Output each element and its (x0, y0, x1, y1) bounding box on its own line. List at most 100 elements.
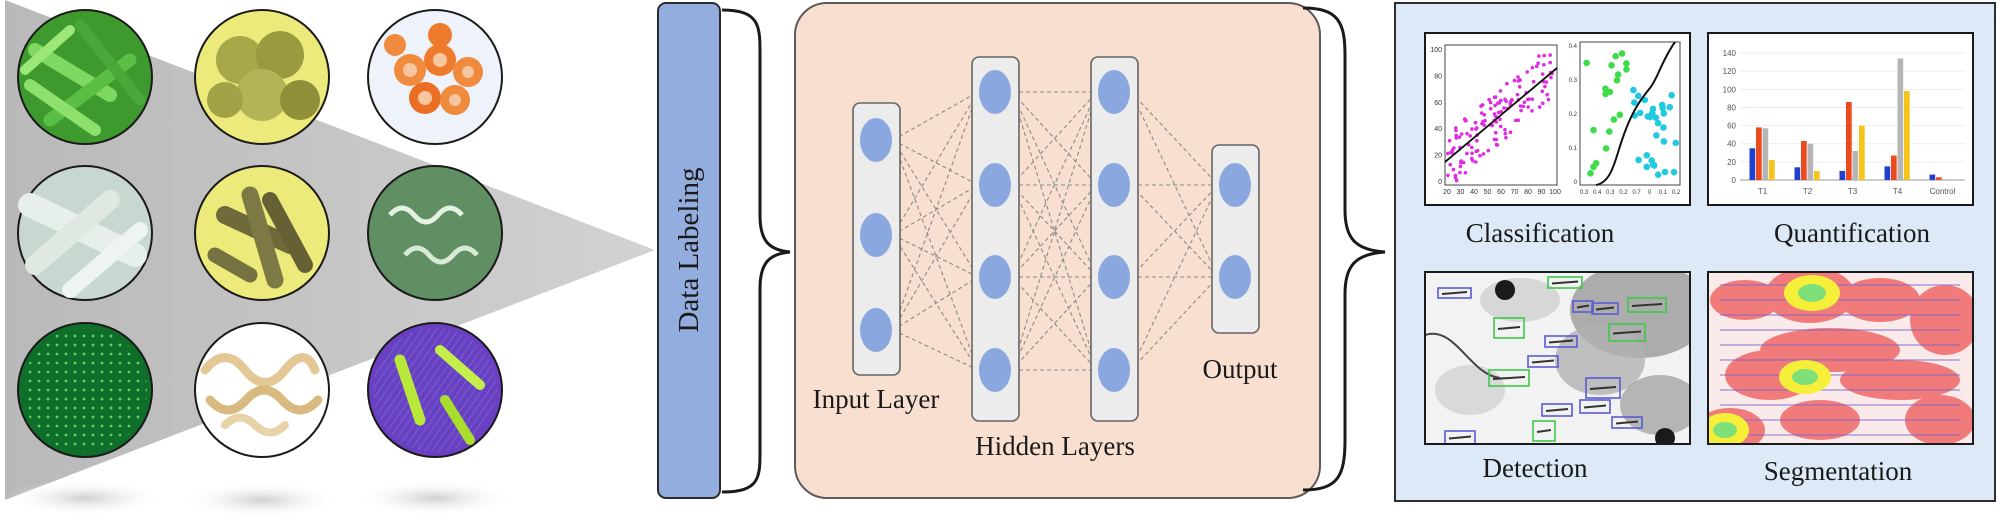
scatter-point (1453, 173, 1458, 178)
scatter-point (1530, 109, 1534, 113)
connection-edge (1011, 91, 1098, 278)
scatter-point (1521, 104, 1526, 109)
cluster-point (1608, 62, 1615, 69)
scatter-point (1536, 61, 1540, 65)
bar (1897, 58, 1904, 180)
quantification-label: Quantification (1774, 218, 1930, 248)
scatter-point (1495, 143, 1500, 147)
connection-edge (892, 234, 979, 371)
cluster-point (1635, 156, 1642, 164)
scatter-point (1509, 98, 1514, 102)
scatter-point (1516, 75, 1520, 79)
tick-label: 90 (1538, 189, 1546, 196)
category-label: T4 (1893, 187, 1903, 196)
y-tick-label: 140 (1723, 49, 1737, 58)
tick-label: 0.4 (1569, 44, 1578, 50)
bounding-box (1579, 399, 1611, 414)
bar (1891, 155, 1897, 180)
scatter-point (1448, 162, 1452, 167)
detection-bounding-boxes (1437, 276, 1667, 444)
right-brace (1302, 6, 1386, 492)
bacteria-circle-orange-cocci (367, 9, 503, 145)
cluster-point (1592, 159, 1600, 167)
cluster-point (1654, 171, 1662, 178)
detected-bacterium (1595, 306, 1615, 311)
connection-edge (892, 139, 980, 371)
scatter-point (1517, 85, 1522, 89)
scatter-point (1537, 54, 1541, 58)
tick-label: 0 (1574, 180, 1578, 186)
connection-edge (892, 139, 979, 278)
neuron-node (860, 213, 892, 257)
scatter-point (1522, 100, 1527, 105)
neuron-node (979, 70, 1011, 114)
bounding-box (1527, 355, 1559, 368)
detected-bacterium (1531, 359, 1555, 364)
connection-edge (892, 139, 979, 186)
classification-label: Classification (1466, 218, 1615, 248)
bounding-box (1547, 276, 1583, 289)
hidden-layer-2-column (1090, 56, 1139, 422)
scatter-point (1526, 105, 1530, 109)
output-label: Output (1202, 354, 1278, 384)
cluster-point (1630, 86, 1637, 94)
cluster-point (1614, 71, 1622, 78)
bacteria-circle-worms (194, 322, 330, 458)
bounding-box (1544, 335, 1578, 348)
y-tick-label: 120 (1723, 67, 1737, 76)
bounding-box (1591, 302, 1619, 315)
scatter-point (1542, 63, 1546, 67)
bar (1884, 166, 1891, 180)
tick-label: 0.2 (1672, 190, 1681, 196)
scatter-point (1497, 100, 1502, 105)
hidden-layer-1-column (971, 56, 1020, 422)
y-tick-label: 80 (1727, 103, 1736, 112)
scatter-point (1544, 80, 1549, 84)
connection-edge (892, 276, 979, 331)
scatter-point (1508, 130, 1513, 135)
tick-label: 40 (1470, 189, 1478, 196)
scatter-point (1498, 89, 1503, 93)
scatter-point (1502, 106, 1506, 110)
bar (1756, 127, 1762, 180)
scatter-point (1546, 97, 1551, 102)
bounding-box (1585, 377, 1621, 399)
segmentation-image (1707, 271, 1974, 445)
shadow (5, 480, 165, 516)
cluster-point (1660, 138, 1668, 145)
detected-bacterium (1615, 420, 1639, 425)
tick-label: 80 (1524, 189, 1532, 196)
cluster-point (1661, 168, 1669, 176)
scatter-point (1525, 97, 1530, 102)
scatter-point (1446, 151, 1450, 156)
scatter-point (1531, 79, 1536, 84)
scatter-point (1541, 101, 1545, 106)
bacteria-circle-green-spirilla (367, 165, 503, 301)
cluster-point (1590, 126, 1597, 134)
scatter-point (1513, 118, 1518, 123)
y-tick-label: 0 (1732, 176, 1737, 185)
detected-bacterium (1589, 386, 1617, 390)
connection-edge (1130, 184, 1219, 371)
connection-edge (892, 91, 979, 141)
cluster-point (1606, 88, 1614, 96)
detected-bacterium (1576, 304, 1590, 309)
bacteria-circle-green-colonies (17, 322, 153, 458)
scatter-point (1470, 127, 1474, 131)
scatter-point (1503, 97, 1507, 102)
scatter-point (1446, 173, 1450, 178)
scatter-point (1479, 111, 1484, 115)
bacteria-circle-green-rods (17, 9, 153, 145)
cluster-point (1643, 151, 1651, 159)
scatter-point (1549, 75, 1553, 80)
scatter-point (1470, 151, 1474, 156)
shadow (182, 482, 342, 518)
bacteria-circle-yellow-bacilli (194, 165, 330, 301)
cluster-point (1618, 50, 1626, 57)
neural-network: Input Layer Hidden Layers Output (794, 2, 1386, 499)
scatter-point (1459, 132, 1464, 136)
cluster-y-ticks: 00.10.20.30.4 (1569, 44, 1578, 186)
network-background (794, 2, 1321, 499)
